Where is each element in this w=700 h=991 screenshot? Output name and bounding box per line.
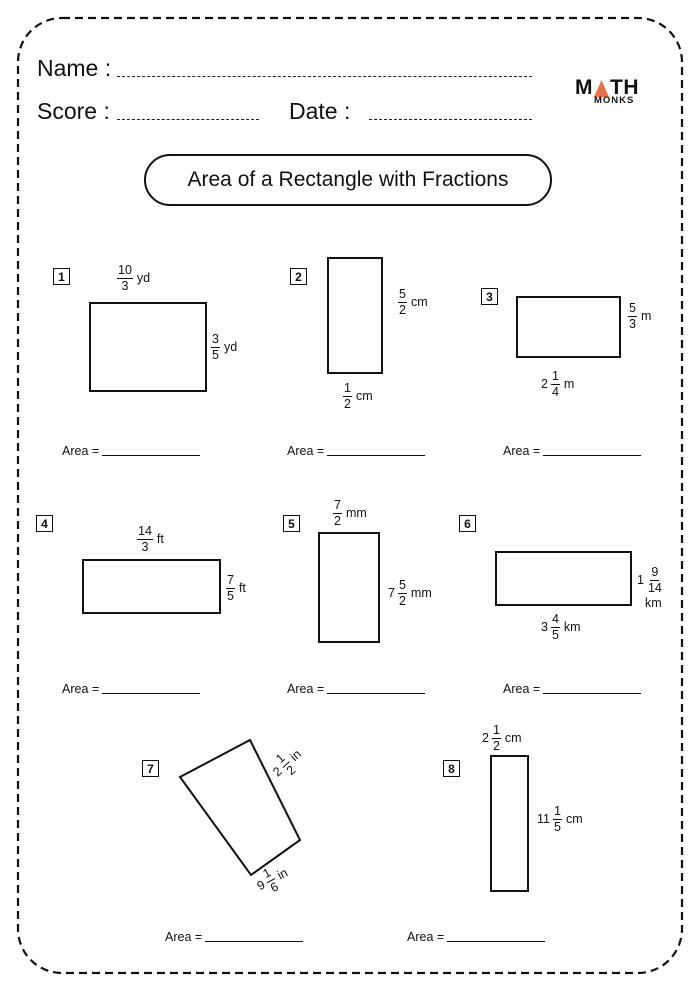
problem-5-rectangle	[318, 532, 380, 643]
problem-7-rectangle	[178, 738, 302, 877]
problem-1-rectangle	[89, 302, 207, 392]
date-line[interactable]	[369, 119, 532, 120]
area-answer-8[interactable]: Area =	[407, 930, 546, 944]
area-answer-1[interactable]: Area =	[62, 444, 201, 458]
area-answer-2[interactable]: Area =	[287, 444, 426, 458]
worksheet-title: Area of a Rectangle with Fractions	[144, 154, 552, 206]
score-line[interactable]	[117, 119, 259, 120]
problem-number: 3	[481, 288, 498, 305]
math-monks-logo: M TH	[575, 76, 639, 100]
problem-number: 2	[290, 268, 307, 285]
date-label: Date :	[289, 98, 351, 124]
problem-number: 7	[142, 760, 159, 777]
area-answer-6[interactable]: Area =	[503, 682, 642, 696]
problem-number: 4	[36, 515, 53, 532]
area-answer-3[interactable]: Area =	[503, 444, 642, 458]
problem-2-rectangle	[327, 257, 383, 374]
problem-4-rectangle	[82, 559, 221, 614]
problem-number: 8	[443, 760, 460, 777]
problem-8-rectangle	[490, 755, 529, 892]
triangle-icon	[594, 80, 609, 97]
name-line[interactable]	[117, 76, 532, 77]
name-label: Name :	[37, 55, 112, 81]
score-label: Score :	[37, 98, 110, 124]
problem-6-rectangle	[495, 551, 632, 606]
problem-number: 1	[53, 268, 70, 285]
problem-number: 5	[283, 515, 300, 532]
area-answer-7[interactable]: Area =	[165, 930, 304, 944]
logo-text-th: TH	[610, 76, 639, 99]
area-answer-5[interactable]: Area =	[287, 682, 426, 696]
problem-3-rectangle	[516, 296, 621, 358]
logo-text-monks: MONKS	[594, 95, 635, 106]
logo-text-m: M	[575, 76, 593, 99]
problem-number: 6	[459, 515, 476, 532]
area-answer-4[interactable]: Area =	[62, 682, 201, 696]
